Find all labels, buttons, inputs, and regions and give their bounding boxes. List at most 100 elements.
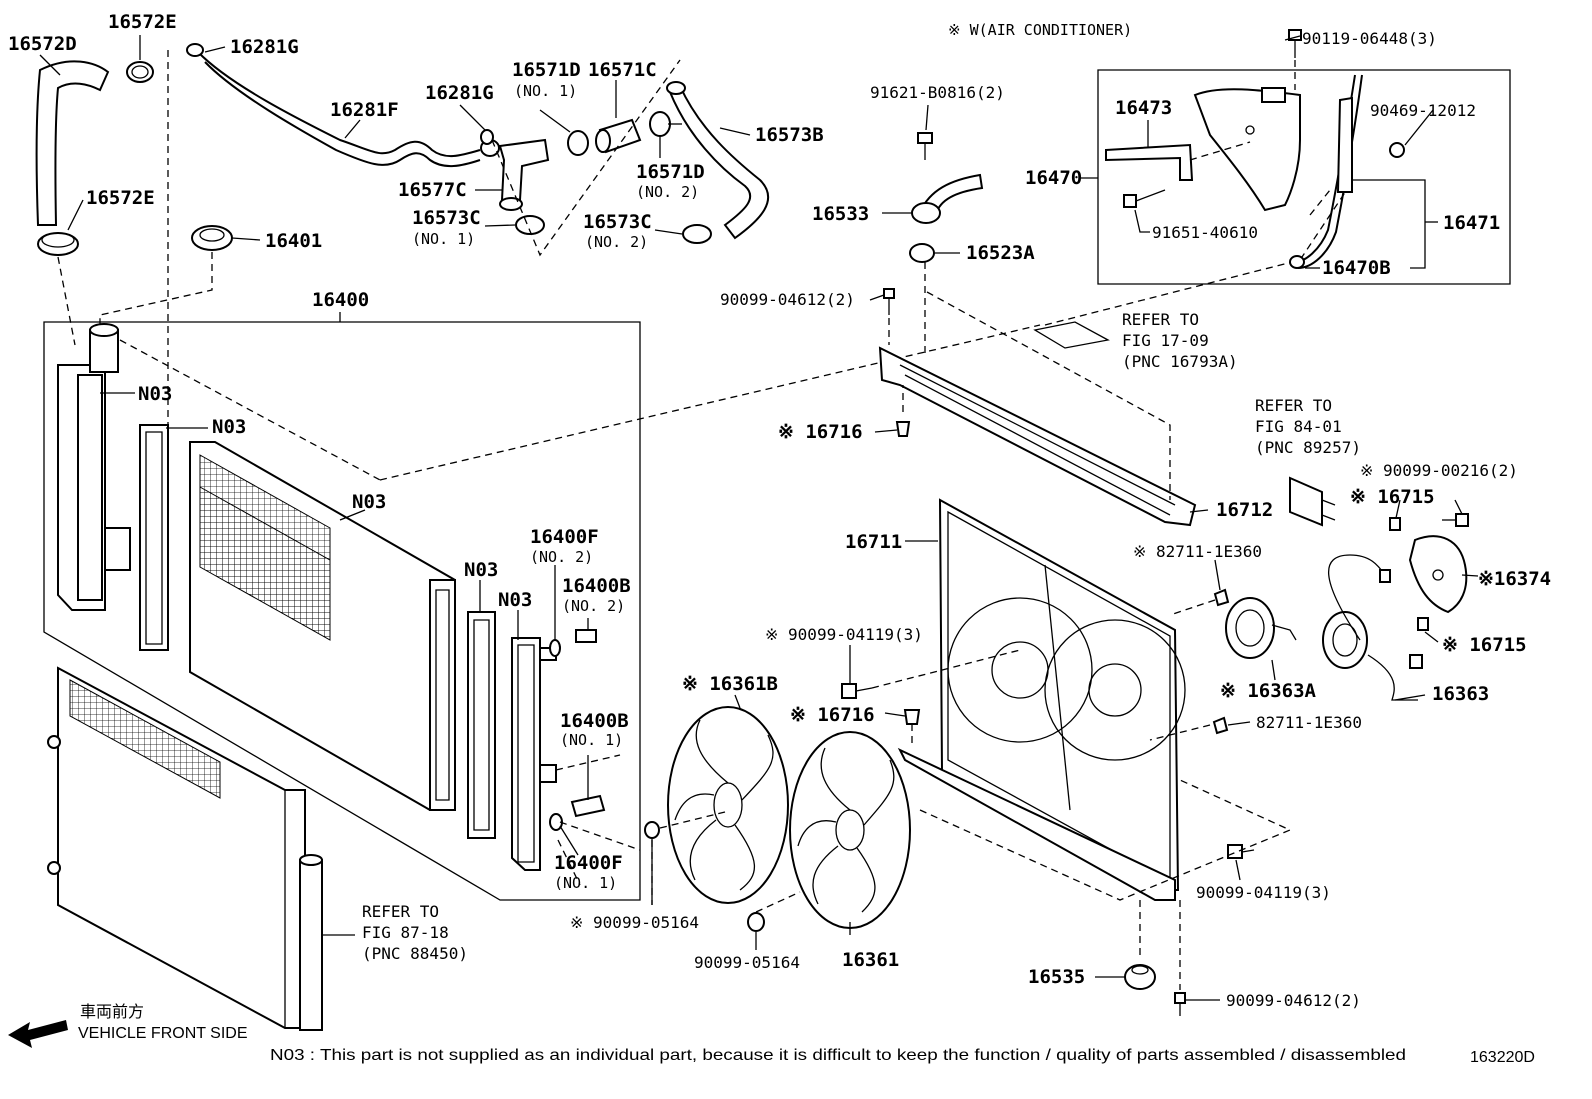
refer-fig17-line3: (PNC 16793A) <box>1122 352 1238 371</box>
label-16400B-no1: 16400B <box>560 710 629 732</box>
ac-note: ※ W(AIR CONDITIONER) <box>948 21 1132 39</box>
label-16361: 16361 <box>842 949 899 971</box>
clip-90469 <box>1389 142 1405 158</box>
label-16573B: 16573B <box>755 124 824 146</box>
bolt-91651 <box>1123 189 1166 208</box>
bolt-90099-04612-top <box>883 288 895 315</box>
fan-16361B <box>667 706 789 904</box>
front-side-jp: 車両前方 <box>80 1003 144 1021</box>
fan-16361 <box>789 731 911 929</box>
label-16470: 16470 <box>1025 167 1082 189</box>
hose-16471 <box>1294 74 1363 269</box>
plug-16400B-no2 <box>575 629 597 643</box>
refer-fig87-line1: REFER TO <box>362 902 439 921</box>
refer-fig84-line3: (PNC 89257) <box>1255 438 1361 457</box>
label-16400F-no1-sub: (NO. 1) <box>554 874 617 892</box>
label-16400F-no2: 16400F <box>530 526 599 548</box>
label-16473: 16473 <box>1115 97 1172 119</box>
label-16571D-no2: 16571D <box>636 161 705 183</box>
clip-16716-top <box>895 421 911 437</box>
clamp-16533 <box>911 173 984 224</box>
label-16715-top: ※ 16715 <box>1350 486 1435 508</box>
label-82711-bottom: 82711-1E360 <box>1256 713 1362 732</box>
relay-89257 <box>1289 476 1336 527</box>
label-n03-d: N03 <box>464 559 498 581</box>
fan-motor-16363A <box>1225 597 1297 659</box>
label-16573C-no1: 16573C <box>412 207 481 229</box>
hose-clamp-16572E-top <box>126 61 154 83</box>
refer-fig87-line3: (PNC 88450) <box>362 944 468 963</box>
reservoir-box-16470 <box>1097 69 1511 285</box>
label-16363A: ※ 16363A <box>1220 680 1317 702</box>
clamp-16571D-no1 <box>567 130 589 156</box>
ac-condenser <box>47 666 323 1031</box>
label-16281G-mid: 16281G <box>425 82 494 104</box>
label-16573C-no2-sub: (NO. 2) <box>585 233 648 251</box>
label-16533: 16533 <box>812 203 869 225</box>
label-90099-00216: ※ 90099-00216(2) <box>1360 461 1518 480</box>
nut-90099-05164-left <box>644 821 660 839</box>
label-16471: 16471 <box>1443 212 1500 234</box>
gasket-n03-a <box>139 424 169 651</box>
radiator-core <box>189 441 456 811</box>
radiator-assembly-box-16400 <box>43 312 641 901</box>
clamp-16573C-no1 <box>515 215 545 235</box>
label-16363: 16363 <box>1432 683 1489 705</box>
drain-plug-16400B-no1 <box>570 794 606 818</box>
front-side-en: VEHICLE FRONT SIDE <box>78 1025 248 1042</box>
vehicle-front-arrow-icon <box>8 1020 68 1048</box>
bolt-90099-04119-right <box>1227 844 1255 859</box>
hose-16571C <box>595 118 642 154</box>
label-90119: 90119-06448(3) <box>1302 29 1437 48</box>
label-16400B-no2: 16400B <box>562 575 631 597</box>
label-82711-top: ※ 82711-1E360 <box>1133 542 1262 561</box>
label-90099-04119-left: ※ 90099-04119(3) <box>765 625 923 644</box>
label-91621: 91621-B0816(2) <box>870 83 1005 102</box>
clamp-16573C-no2 <box>682 224 712 244</box>
label-16470B: 16470B <box>1322 257 1391 279</box>
hose-clamp-16572E-bottom <box>37 232 79 256</box>
o-ring-16400F-no2 <box>549 639 561 657</box>
label-90099-05164-left: ※ 90099-05164 <box>570 913 699 932</box>
label-16523A: 16523A <box>966 242 1035 264</box>
refer-fig87-line2: FIG 87-18 <box>362 923 449 942</box>
radiator-tank-right <box>511 637 563 871</box>
radiator-tank-left <box>57 323 131 611</box>
clip-16716-mid <box>903 709 921 725</box>
upper-support-16712 <box>878 346 1197 527</box>
label-16573C-no2: 16573C <box>583 211 652 233</box>
label-16400B-no1-sub: (NO. 1) <box>560 731 623 749</box>
lower-radiator-hose-16573B <box>666 81 770 240</box>
label-16571D-no1: 16571D <box>512 59 581 81</box>
clamp-16571D-no2 <box>649 111 682 137</box>
label-16400F-no2-sub: (NO. 2) <box>530 548 593 566</box>
reservoir-tank-16470 <box>1193 87 1301 212</box>
label-16571D-no1-sub: (NO. 1) <box>514 82 577 100</box>
radiator-cap-16401 <box>191 225 233 251</box>
label-16281F: 16281F <box>330 99 399 121</box>
label-16577C: 16577C <box>398 179 467 201</box>
bolt-90099-04612-bottom <box>1174 992 1186 1016</box>
label-90099-04612-top: 90099-04612(2) <box>720 290 855 309</box>
upper-radiator-hose-16572D <box>35 60 110 226</box>
label-16715-bottom: ※ 16715 <box>1442 634 1527 656</box>
label-n03-b: N03 <box>212 416 246 438</box>
bracket-16473 <box>1105 143 1194 181</box>
label-16535: 16535 <box>1028 966 1085 988</box>
refer-fig84-line2: FIG 84-01 <box>1255 417 1342 436</box>
label-16281G-top: 16281G <box>230 36 299 58</box>
nut-82711-top <box>1213 588 1230 607</box>
label-16400B-no2-sub: (NO. 2) <box>562 597 625 615</box>
bypass-hose-16281F <box>186 43 500 167</box>
clamp-16281G-mid <box>480 129 494 145</box>
label-16712: 16712 <box>1216 499 1273 521</box>
bolt-91621 <box>917 132 933 160</box>
label-90099-05164-bottom: 90099-05164 <box>694 953 800 972</box>
label-16571C: 16571C <box>588 59 657 81</box>
label-16401: 16401 <box>265 230 322 252</box>
clamp-16470B <box>1289 255 1305 269</box>
fan-motor-16363 <box>1322 554 1423 701</box>
label-90099-04119-right: 90099-04119(3) <box>1196 883 1331 902</box>
label-90099-04612-bottom: 90099-04612(2) <box>1226 991 1361 1010</box>
